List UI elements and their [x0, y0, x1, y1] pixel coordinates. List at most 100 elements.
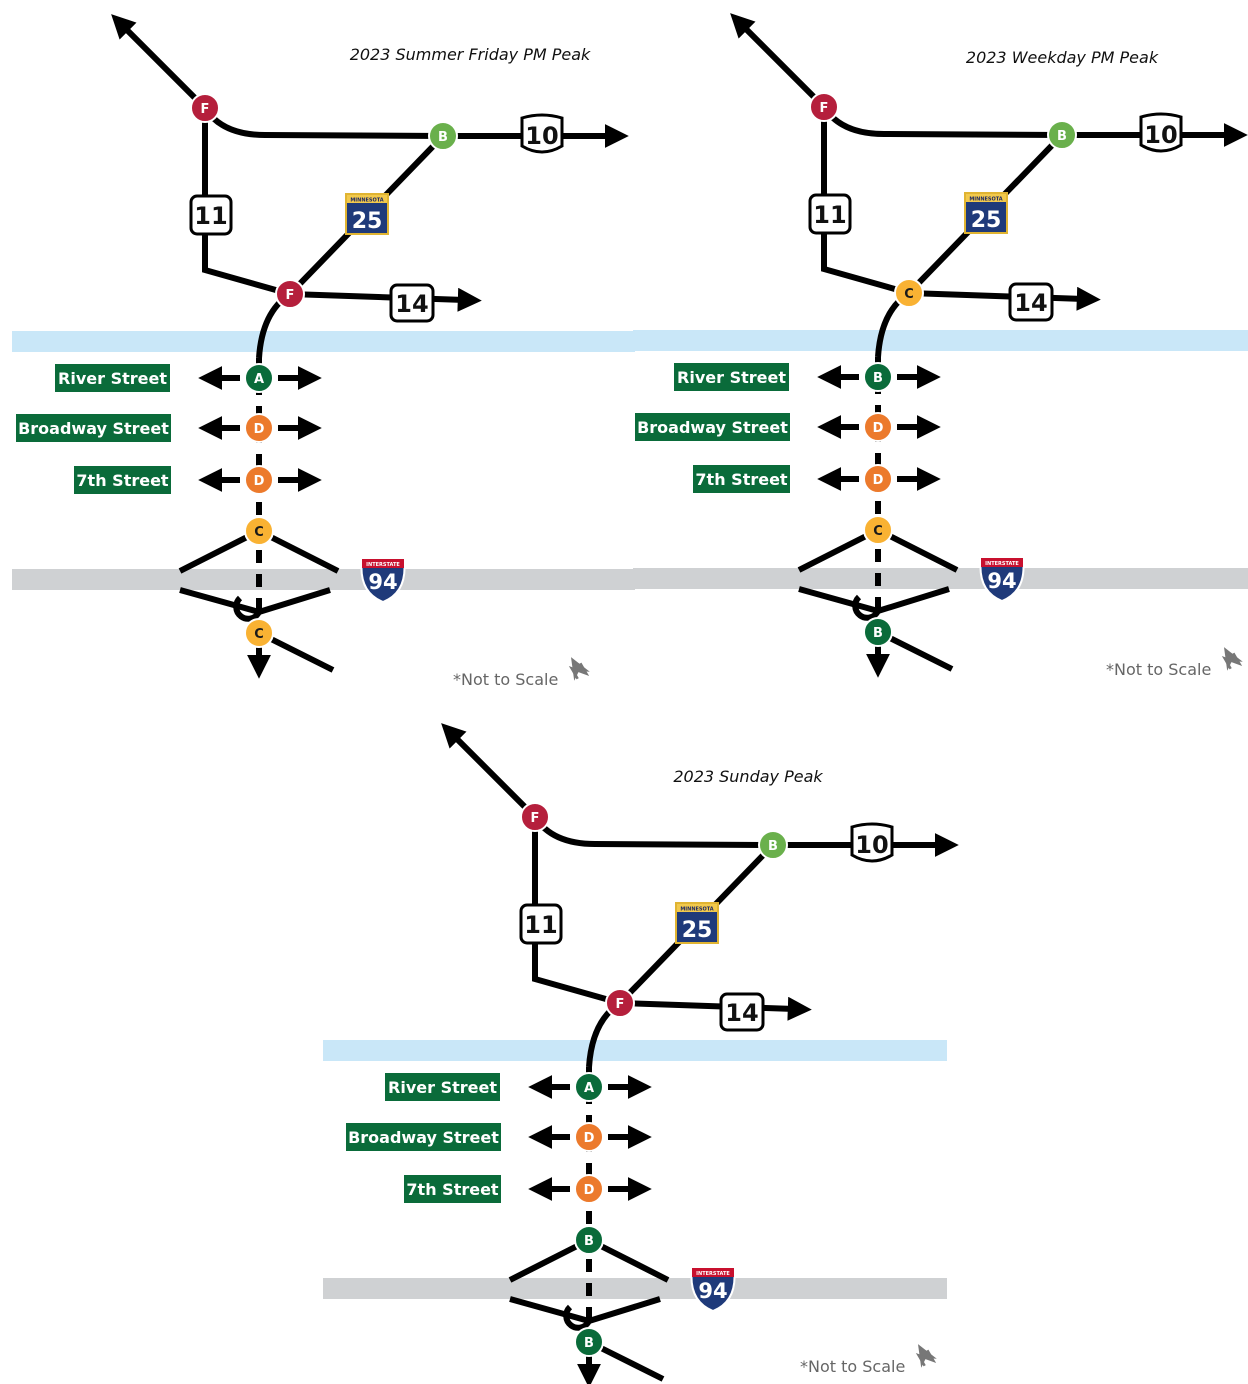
los-node-us10: B	[758, 830, 788, 860]
mn25-shield: MINNESOTA 25	[675, 902, 719, 944]
us-route-number: 10	[525, 122, 558, 150]
route-number: 25	[352, 209, 383, 234]
los-node-sw: F	[275, 279, 305, 309]
street-sign: 7th Street	[74, 466, 171, 494]
los-grade: B	[873, 626, 883, 641]
los-grade: B	[873, 371, 883, 386]
street-sign: Broadway Street	[16, 414, 171, 442]
hwy11-shield: 11	[189, 194, 233, 236]
hwy11-north-road	[730, 13, 827, 110]
state-shield-icon	[719, 992, 765, 1032]
us10-shield: 10	[520, 113, 564, 154]
los-node-river: B	[863, 362, 893, 392]
street-name: 7th Street	[76, 471, 169, 490]
street-name: 7th Street	[406, 1180, 499, 1199]
hwy11-shield: 11	[519, 903, 563, 945]
minnesota-label: MINNESOTA	[680, 907, 713, 913]
los-marker	[244, 413, 274, 443]
us-shield-icon	[1139, 112, 1183, 153]
route-number: 14	[725, 999, 758, 1027]
street-sign-bg	[693, 465, 790, 493]
hwy11-shield: 11	[808, 193, 852, 235]
los-marker	[574, 1122, 604, 1152]
interstate-shield-icon	[360, 558, 406, 604]
street-sign-bg	[55, 364, 170, 392]
state-shield-icon	[808, 193, 852, 235]
minnesota-label: MINNESOTA	[969, 197, 1002, 203]
route-number: 94	[987, 569, 1016, 593]
hwy14-road	[289, 287, 482, 312]
i94-road-band	[323, 1278, 947, 1299]
route-number: 25	[682, 918, 713, 943]
street-sign-bg	[635, 413, 790, 441]
us10-shield: 10	[1139, 112, 1183, 153]
interstate-shield-icon	[979, 557, 1025, 603]
route-number: 94	[698, 1279, 727, 1303]
los-grade: D	[254, 422, 265, 437]
hwy14-shield: 14	[389, 283, 435, 323]
los-node-broadway: D	[244, 413, 274, 443]
los-grade: B	[1057, 129, 1067, 144]
interstate-shield-banner	[981, 558, 1023, 567]
ramp-south	[179, 587, 331, 616]
us-route-number: 10	[1144, 121, 1177, 149]
us-shield-icon	[520, 113, 564, 154]
hwy14-road	[908, 286, 1101, 311]
river-band	[633, 330, 1248, 351]
los-node-seventh: D	[244, 465, 274, 495]
los-marker	[574, 1225, 604, 1255]
state-shield-icon	[519, 903, 563, 945]
street-name: Broadway Street	[18, 419, 169, 438]
los-grade: C	[873, 524, 883, 539]
street-sign: 7th Street	[404, 1175, 501, 1203]
hwy11-road	[532, 817, 621, 1006]
los-marker	[758, 830, 788, 860]
los-marker	[863, 464, 893, 494]
river-band	[323, 1040, 947, 1061]
los-grade: B	[438, 130, 448, 145]
los-marker	[863, 362, 893, 392]
street-sign-bg	[16, 414, 171, 442]
los-node-us10: B	[428, 121, 458, 151]
street-sign: Broadway Street	[346, 1123, 501, 1151]
los-grade: F	[820, 101, 829, 116]
los-marker	[863, 617, 893, 647]
hwy14-shield: 14	[1008, 282, 1054, 322]
los-node-sw: F	[605, 988, 635, 1018]
i94-road-band	[633, 568, 1248, 589]
street-sign: River Street	[55, 364, 170, 392]
los-marker	[520, 802, 550, 832]
route-number: 11	[194, 202, 227, 230]
los-grade: C	[254, 525, 264, 540]
interstate-shield-banner	[362, 559, 404, 568]
los-marker	[894, 278, 924, 308]
los-marker	[863, 412, 893, 442]
los-node-broadway: D	[574, 1122, 604, 1152]
ramp-south	[798, 586, 950, 615]
panel-title: 2023 Weekday PM Peak	[966, 48, 1159, 67]
hwy11-north-road	[111, 14, 208, 111]
hwy11-road	[821, 107, 910, 296]
los-node-nw: F	[520, 802, 550, 832]
interstate-label: INTERSTATE	[366, 562, 400, 568]
los-node-i94-north: B	[574, 1225, 604, 1255]
north-n-glyph	[568, 662, 590, 680]
los-node-river: A	[574, 1072, 604, 1102]
route-number: 11	[813, 201, 846, 229]
state-shield-icon	[1008, 282, 1054, 322]
los-marker	[244, 465, 274, 495]
route-number: 25	[971, 208, 1002, 233]
los-grade: D	[584, 1183, 595, 1198]
hwy14-shield: 14	[719, 992, 765, 1032]
us-route-number: 10	[855, 831, 888, 859]
street-name: River Street	[677, 368, 786, 387]
route-number: 14	[395, 290, 428, 318]
los-node-seventh: D	[574, 1174, 604, 1204]
north-n-glyph	[1221, 652, 1243, 670]
hwy14-road	[619, 996, 812, 1021]
